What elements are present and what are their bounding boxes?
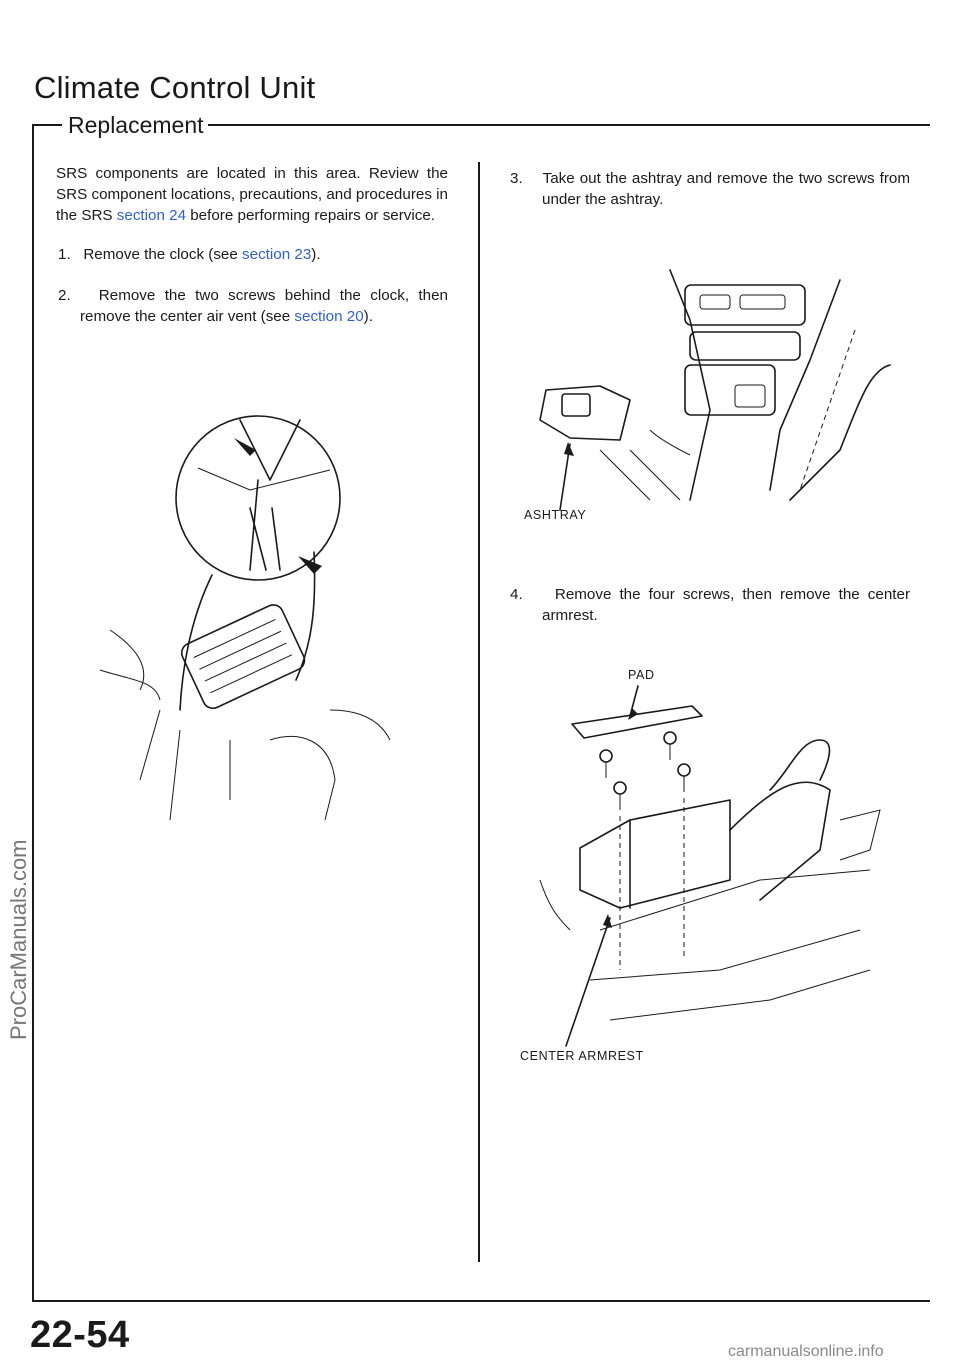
left-margin-rule: [32, 124, 34, 1302]
ashtray-illustration: [539, 269, 891, 511]
link-section-24[interactable]: section 24: [116, 207, 187, 224]
link-section-23[interactable]: section 23: [242, 246, 312, 263]
bottom-rule: [32, 1300, 930, 1302]
srs-warning-text-end: before performing repairs or service.: [186, 207, 436, 224]
step-text: Remove the four screws, then remove the …: [542, 586, 910, 624]
armrest-illustration: [539, 685, 881, 1047]
page-title: Climate Control Unit: [34, 70, 316, 105]
step-1: 1. Remove the clock (see section 23).: [58, 244, 448, 265]
air-vent-illustration: [99, 415, 391, 821]
step-number: 3.: [510, 170, 523, 187]
ashtray-label: ASHTRAY: [524, 508, 587, 522]
footer-site: carmanualsonline.info: [728, 1343, 884, 1360]
step-text: Remove the clock (see: [83, 246, 243, 263]
section-heading: Replacement: [64, 112, 208, 139]
srs-warning-text: SRS components are located in this area.…: [56, 165, 448, 224]
step-text-end: ).: [363, 308, 373, 325]
step-text-end: ).: [311, 246, 321, 263]
srs-warning: SRS components are located in this area.…: [56, 163, 448, 226]
step-number: 4.: [510, 586, 523, 603]
step-3: 3. Take out the ashtray and remove the t…: [510, 168, 910, 210]
column-divider: [478, 162, 480, 1262]
screw-group: [599, 731, 691, 810]
center-armrest-label: CENTER ARMREST: [520, 1049, 644, 1063]
section-rule-left: [32, 124, 62, 126]
step-4: 4. Remove the four screws, then remove t…: [510, 584, 910, 626]
step-number: 2.: [58, 287, 71, 304]
step-text: Take out the ashtray and remove the two …: [542, 170, 910, 208]
watermark: ProCarManuals.com: [6, 839, 31, 1040]
link-section-20[interactable]: section 20: [294, 308, 364, 325]
section-rule-right: [205, 124, 930, 126]
pad-label: PAD: [628, 668, 655, 682]
step-2: 2. Remove the two screws behind the cloc…: [58, 285, 448, 327]
step-number: 1.: [58, 246, 71, 263]
step-text: Remove the two screws behind the clock, …: [80, 287, 448, 325]
page-number: 22-54: [30, 1314, 130, 1356]
